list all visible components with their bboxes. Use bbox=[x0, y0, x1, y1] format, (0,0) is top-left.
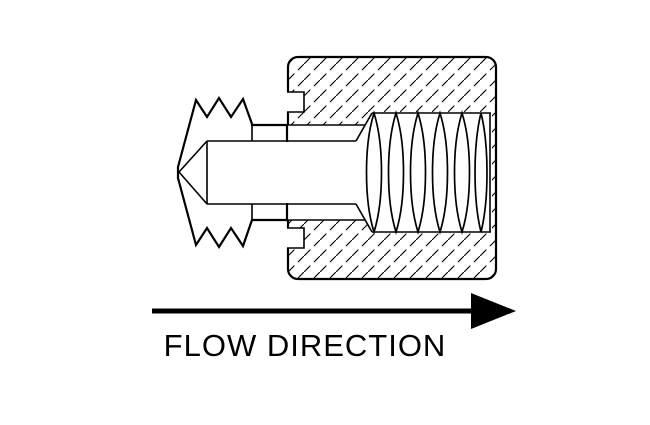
flow-arrow-head-icon bbox=[471, 293, 516, 329]
pipe-shank bbox=[178, 140, 356, 205]
thread-profile bbox=[365, 110, 491, 235]
bore-edges bbox=[286, 112, 373, 233]
counterbore-notches bbox=[287, 91, 305, 249]
flow-arrow bbox=[152, 293, 516, 329]
flow-direction-label: FLOW DIRECTION bbox=[164, 328, 447, 363]
